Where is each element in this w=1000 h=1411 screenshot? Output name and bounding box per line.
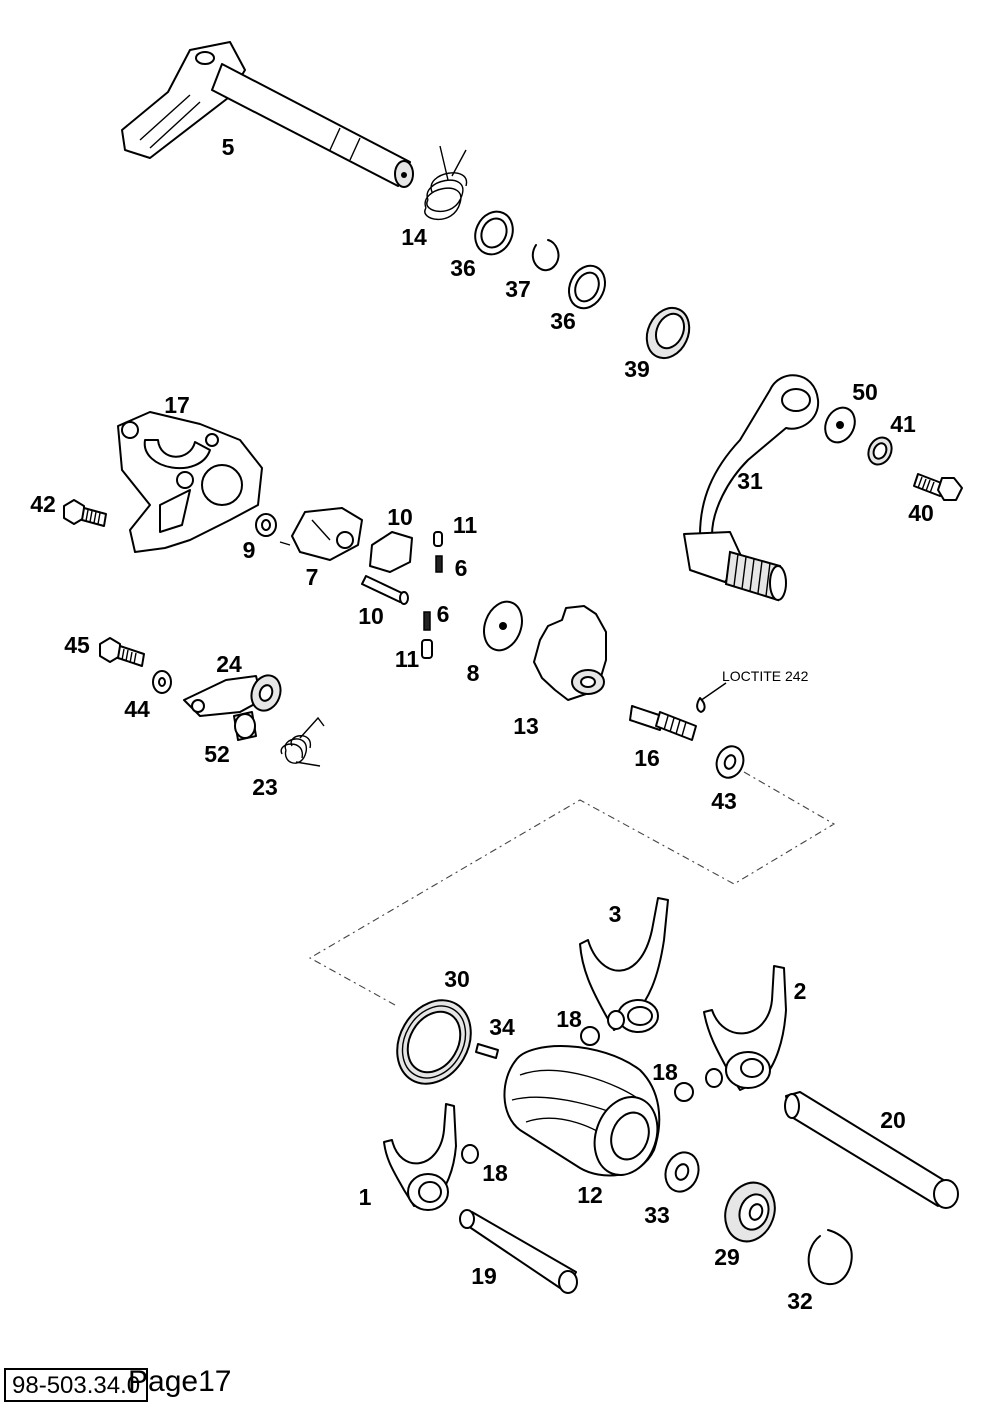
callout-6-upper: 6 [455,555,468,581]
shift-pawl-carrier [279,507,363,561]
washer-43 [715,745,745,779]
circlip-32 [807,1229,853,1286]
bolt-42 [63,499,107,527]
callout-12: 12 [577,1182,603,1208]
callout-42: 42 [30,491,56,517]
callout-9: 9 [243,537,256,563]
pawl-10b [361,575,409,605]
loctite-leader-line [699,682,727,702]
seal-ring-39 [645,306,691,360]
callout-18-lower: 18 [482,1160,508,1186]
shift-drum-12 [503,1045,661,1177]
callout-13: 13 [513,713,539,739]
shift-lever [683,374,820,602]
pawl-10a [369,531,413,573]
callout-1: 1 [359,1184,372,1210]
shaft-19 [459,1209,578,1294]
washer-36b [568,264,606,310]
callout-7: 7 [306,564,319,590]
callout-40: 40 [908,500,934,526]
callout-36-upper: 36 [450,255,476,281]
lock-washer-41 [867,436,893,466]
callout-18-middle: 18 [652,1059,678,1085]
washer-33 [664,1151,700,1193]
callout-41: 41 [890,411,916,437]
loctite-annotation: LOCTITE 242 [722,668,809,684]
document-code: 98-503.34.0 [4,1368,149,1402]
spring-6a [435,555,443,573]
page-number: Page17 [128,1365,232,1398]
callout-36-lower: 36 [550,308,576,334]
roller-18c [461,1144,479,1164]
callout-19: 19 [471,1263,497,1289]
callout-37: 37 [505,276,531,302]
callout-3: 3 [609,901,622,927]
shaft-20 [784,1091,959,1209]
locking-lever-24 [183,674,282,717]
callout-10-lower: 10 [358,603,384,629]
shift-fork-1 [383,1103,457,1211]
return-spring [424,145,467,221]
disc-8 [483,600,523,652]
callout-31: 31 [737,468,763,494]
pin-11b [421,639,433,659]
callout-6-lower: 6 [437,601,450,627]
callout-11-upper: 11 [453,512,478,538]
bearing-30 [396,999,472,1085]
callout-45: 45 [64,632,90,658]
callout-11-lower: 11 [395,646,420,672]
shift-fork-3 [579,897,669,1033]
bolt-45 [99,637,145,667]
roller-18b [674,1082,694,1102]
callout-8: 8 [467,660,480,686]
callout-5: 5 [222,134,235,160]
circlip-37 [531,239,560,272]
callout-50: 50 [852,379,878,405]
assembly-dashed-line [308,771,836,1006]
callout-17: 17 [164,392,190,418]
washer-50 [824,406,856,444]
washer-9 [255,513,277,537]
callout-32: 32 [787,1288,813,1314]
roller-52 [233,711,257,741]
callout-23: 23 [252,774,278,800]
callout-34: 34 [489,1014,515,1040]
shift-shaft [121,41,414,188]
bolt-40 [913,473,963,501]
callout-24: 24 [216,651,242,677]
bracket-plate [117,411,263,553]
callout-44: 44 [124,696,150,722]
pin-34 [475,1043,499,1059]
shift-star-13 [533,605,607,701]
spring-6b [423,611,431,631]
callout-10-upper: 10 [387,504,413,530]
callout-16: 16 [634,745,660,771]
callout-18-upper: 18 [556,1006,582,1032]
washer-36a [474,210,514,256]
callout-43: 43 [711,788,737,814]
roller-18a [580,1026,600,1046]
callout-39: 39 [624,356,650,382]
callout-52: 52 [204,741,230,767]
bearing-29 [724,1181,776,1243]
callout-30: 30 [444,966,470,992]
callout-33: 33 [644,1202,670,1228]
bolt-16 [629,697,706,741]
washer-44 [152,670,172,694]
callout-14: 14 [401,224,427,250]
shift-fork-2 [703,965,787,1091]
spring-23 [280,716,325,767]
callout-29: 29 [714,1244,740,1270]
pin-11a [433,531,443,547]
callout-20: 20 [880,1107,906,1133]
callout-2: 2 [794,978,807,1004]
